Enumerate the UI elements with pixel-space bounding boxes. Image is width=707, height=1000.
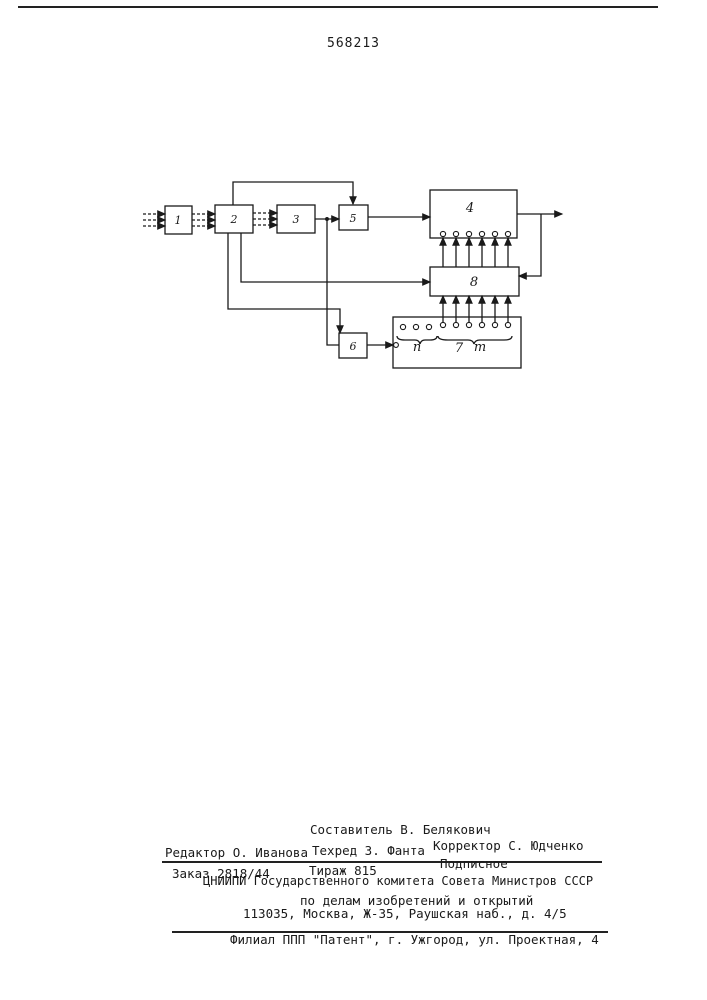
branch: Филиал ППП "Патент", г. Ужгород, ул. Про… — [230, 932, 599, 947]
subscription: Подписное — [440, 856, 508, 871]
label-n: n — [413, 340, 421, 355]
block-1-label: 1 — [175, 214, 182, 227]
rule-1 — [162, 861, 602, 863]
block-4-label: 4 — [465, 201, 474, 216]
block-3-label: 3 — [293, 213, 300, 226]
label-m: m — [474, 340, 486, 355]
block-2-label: 2 — [230, 213, 238, 226]
block-6-label: 6 — [350, 340, 357, 353]
block-8-label: 8 — [470, 275, 478, 290]
organization: ЦНИИПИ Государственного комитета Совета … — [203, 874, 593, 888]
block-7-label: 7 — [455, 341, 464, 356]
techred: Техред З. Фанта — [312, 843, 425, 858]
block-diagram: 1 2 3 5 4 8 6 7 n m — [0, 0, 707, 420]
compiler: Составитель В. Белякович — [310, 822, 491, 837]
editor: Редактор О. Иванова — [165, 845, 308, 860]
address: 113035, Москва, Ж-35, Раушская наб., д. … — [243, 906, 567, 921]
corrector: Корректор С. Юдченко — [433, 838, 584, 853]
block-5-label: 5 — [350, 212, 357, 225]
